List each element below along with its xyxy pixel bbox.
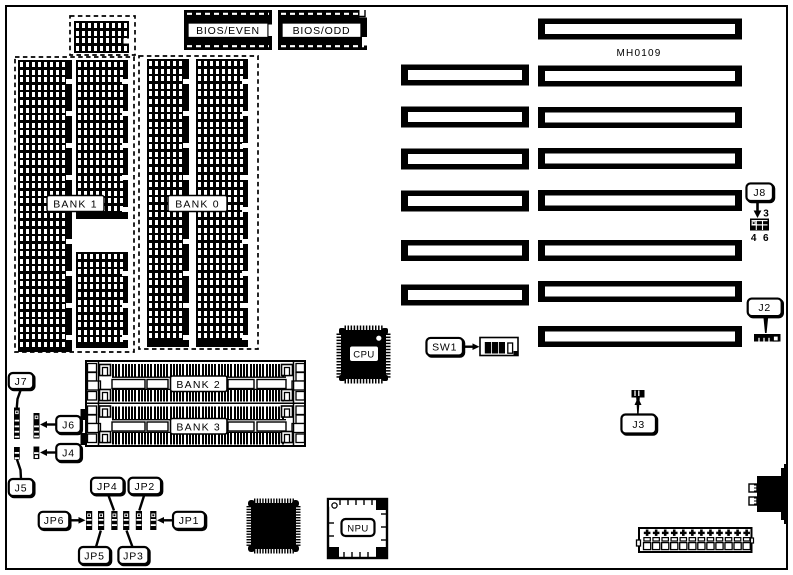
svg-text:J8: J8	[753, 187, 766, 199]
svg-text:JP6: JP6	[44, 515, 65, 527]
svg-text:J3: J3	[632, 419, 645, 431]
svg-text:J7: J7	[15, 376, 28, 388]
svg-text:J5: J5	[15, 482, 28, 494]
svg-text:6: 6	[763, 233, 769, 244]
svg-text:JP3: JP3	[123, 550, 144, 562]
svg-text:BIOS/ODD: BIOS/ODD	[293, 25, 351, 37]
svg-text:MH0109: MH0109	[617, 48, 662, 59]
svg-text:NPU: NPU	[347, 524, 369, 535]
svg-text:BANK 2: BANK 2	[176, 379, 221, 391]
svg-text:JP4: JP4	[97, 481, 118, 493]
svg-text:J2: J2	[758, 302, 771, 314]
svg-text:BANK 3: BANK 3	[176, 421, 221, 433]
svg-text:4: 4	[751, 233, 757, 244]
svg-text:BANK 0: BANK 0	[175, 199, 220, 211]
svg-text:JP2: JP2	[135, 481, 156, 493]
svg-text:BIOS/EVEN: BIOS/EVEN	[196, 25, 260, 37]
svg-text:BANK 1: BANK 1	[53, 199, 98, 211]
svg-text:CPU: CPU	[353, 350, 375, 361]
svg-text:JP5: JP5	[84, 550, 105, 562]
svg-text:JP1: JP1	[179, 515, 200, 527]
svg-text:J6: J6	[62, 419, 75, 431]
svg-text:J4: J4	[62, 447, 75, 459]
svg-text:3: 3	[763, 209, 769, 220]
svg-text:SW1: SW1	[432, 342, 457, 354]
